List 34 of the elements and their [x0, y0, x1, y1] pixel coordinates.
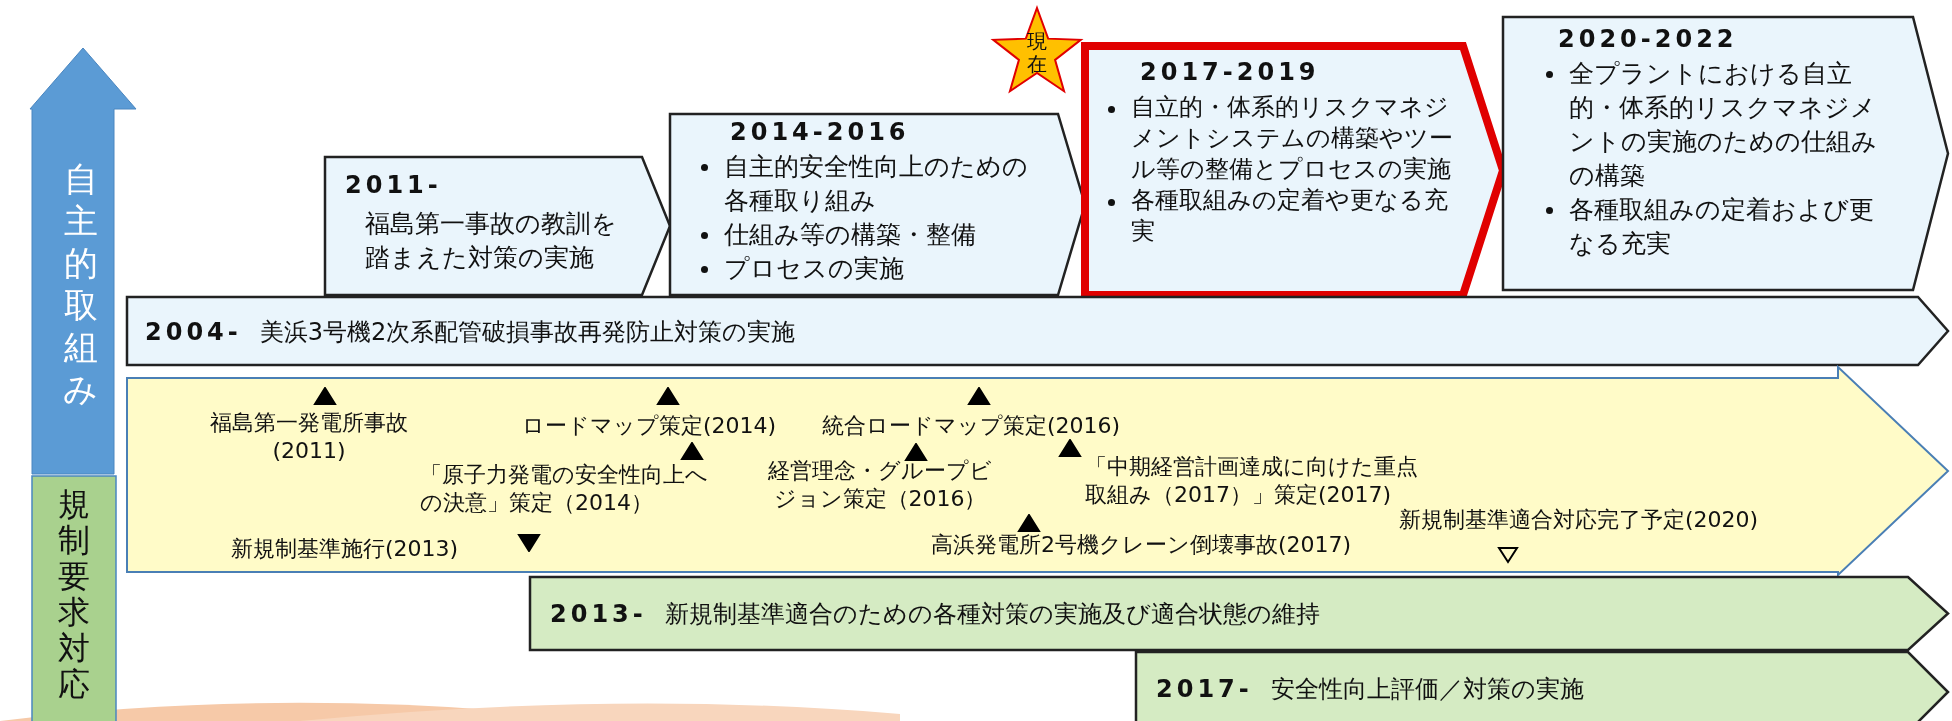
body-text: 美浜3号機2次系配管破損事故再発防止対策の実施 — [259, 317, 796, 348]
bullet-item: 各種取組みの定着および更なる充実 — [1569, 194, 1875, 260]
year-heading: 2011- — [345, 171, 442, 199]
chevron-bar — [530, 577, 1948, 650]
event-label: 経営理念・グループビジョン策定（2016） — [767, 457, 993, 513]
category-box — [32, 476, 116, 721]
year-heading: 2004- — [145, 318, 242, 346]
event-label: 高浜発電所2号機クレーン倒壊事故(2017) — [931, 531, 1352, 559]
chevron-box — [1503, 17, 1948, 290]
vertical-label: 現在 — [1026, 30, 1047, 76]
event-label: 「中期経営計画達成に向けた重点取組み（2017）」策定(2017) — [1085, 453, 1419, 508]
vertical-label: 規制要求対応 — [57, 486, 91, 702]
year-heading: 2020-2022 — [1558, 25, 1738, 53]
body-text: 福島第一事故の教訓を踏まえた対策の実施 — [365, 208, 618, 274]
year-heading: 2013- — [550, 600, 647, 628]
bullet-item: プロセスの実施 — [724, 253, 905, 285]
body-text: 新規制基準適合のための各種対策の実施及び適合状態の維持 — [664, 599, 1320, 630]
event-label: 「原子力発電の安全性向上への決意」策定（2014） — [420, 461, 708, 517]
event-label: 新規制基準適合対応完了予定(2020) — [1399, 506, 1759, 534]
bullet-item: 自主的安全性向上のための各種取り組み — [724, 151, 1029, 217]
bullet-item: 仕組み等の構築・整備 — [724, 219, 977, 251]
vertical-label: 自主的取組み — [63, 158, 99, 410]
category-band — [30, 48, 136, 474]
bullet-item: 全プラントにおける自立的・体系的リスクマネジメントの実施のための仕組みの構築 — [1569, 58, 1878, 192]
chevron-box — [325, 157, 670, 295]
event-label: 新規制基準施行(2013) — [231, 535, 459, 563]
chevron-bar — [1136, 652, 1948, 721]
timeline-band — [127, 367, 1948, 575]
event-label: 福島第一発電所事故(2011) — [209, 409, 409, 465]
event-label: ロードマップ策定(2014) — [522, 412, 777, 440]
year-heading: 2017- — [1156, 675, 1253, 703]
event-label: 統合ロードマップ策定(2016) — [822, 412, 1121, 440]
body-text: 安全性向上評価／対策の実施 — [1270, 674, 1584, 705]
year-heading: 2014-2016 — [730, 118, 910, 146]
